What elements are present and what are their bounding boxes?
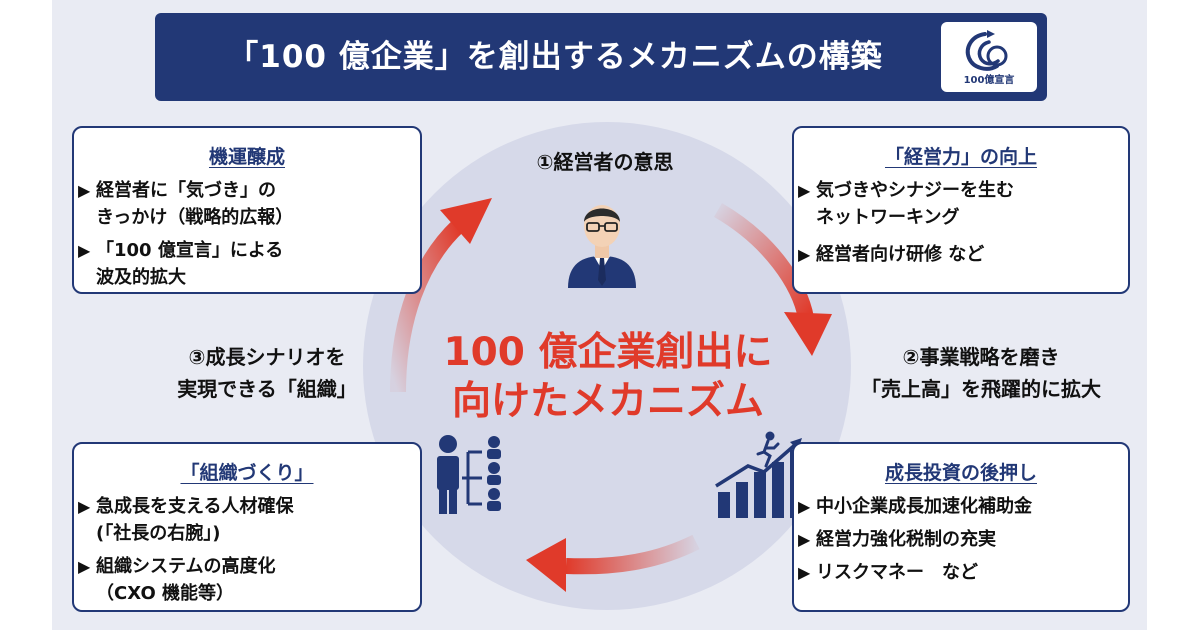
box-momentum-title: 機運醸成 bbox=[208, 146, 285, 168]
page-title: 「100 億企業」を創出するメカニズムの構築 bbox=[227, 39, 883, 75]
arrow-stage1-to-2 bbox=[713, 203, 814, 320]
box-investment-title: 成長投資の後押し bbox=[884, 462, 1037, 484]
box-momentum: 機運醸成 ▶ 経営者に「気づき」の きっかけ（戦略的広報） ▶ 「100 億宣言… bbox=[72, 126, 422, 294]
arrow-head-right bbox=[784, 312, 832, 356]
list-item: ▶ 急成長を支える人材確保 (「社長の右腕」) bbox=[78, 496, 294, 544]
list-item: ▶ 気づきやシナジーを生む ネットワーキング bbox=[798, 180, 1014, 228]
logo-text: 100億宣言 bbox=[963, 75, 1015, 86]
stage-3-label: ③成長シナリオを 実現できる「組織」 bbox=[177, 345, 357, 401]
list-item: ▶ 経営者向け研修 など bbox=[798, 244, 985, 265]
stage-1-label: ①経営者の意思 bbox=[536, 150, 674, 174]
center-title: 100 億企業創出に 向けたメカニズム bbox=[408, 328, 808, 426]
box-investment: 成長投資の後押し ▶ 中小企業成長加速化補助金 ▶ 経営力強化税制の充実 ▶ リ… bbox=[792, 442, 1130, 612]
org-chart-icon bbox=[437, 435, 501, 514]
box-management-title: 「経営力」の向上 bbox=[884, 146, 1037, 168]
box-organization-title: 「組織づくり」 bbox=[180, 462, 314, 484]
center-title-line1: 100 億企業創出に bbox=[443, 330, 773, 375]
arrow-head-left bbox=[440, 198, 492, 244]
executive-icon bbox=[568, 205, 636, 288]
center-title-line2: 向けたメカニズム bbox=[451, 379, 764, 424]
arrow-head-bottom bbox=[526, 538, 566, 592]
list-item: ▶ 中小企業成長加速化補助金 bbox=[798, 496, 1032, 517]
list-item: ▶ 「100 億宣言」による 波及的拡大 bbox=[78, 240, 284, 288]
list-item: ▶ 経営力強化税制の充実 bbox=[798, 529, 996, 550]
stage-2-label: ②事業戦略を磨き 「売上高」を飛躍的に拡大 bbox=[861, 345, 1101, 401]
arrow-stage3-to-1 bbox=[390, 220, 464, 393]
cycle-circle bbox=[363, 122, 851, 610]
box-organization: 「組織づくり」 ▶ 急成長を支える人材確保 (「社長の右腕」) ▶ 組織システム… bbox=[72, 442, 422, 612]
list-item: ▶ リスクマネー など bbox=[798, 562, 978, 583]
swirl-logo-icon bbox=[965, 30, 1008, 71]
box-management: 「経営力」の向上 ▶ 気づきやシナジーを生む ネットワーキング ▶ 経営者向け研… bbox=[792, 126, 1130, 294]
title-bar: 「100 億企業」を創出するメカニズムの構築 100億宣言 bbox=[155, 13, 1047, 101]
list-item: ▶ 経営者に「気づき」の きっかけ（戦略的広報） bbox=[78, 180, 294, 228]
list-item: ▶ 組織システムの高度化 （CXO 機能等） bbox=[78, 556, 276, 604]
logo: 100億宣言 bbox=[941, 22, 1037, 92]
arrow-stage2-to-3 bbox=[565, 534, 700, 575]
